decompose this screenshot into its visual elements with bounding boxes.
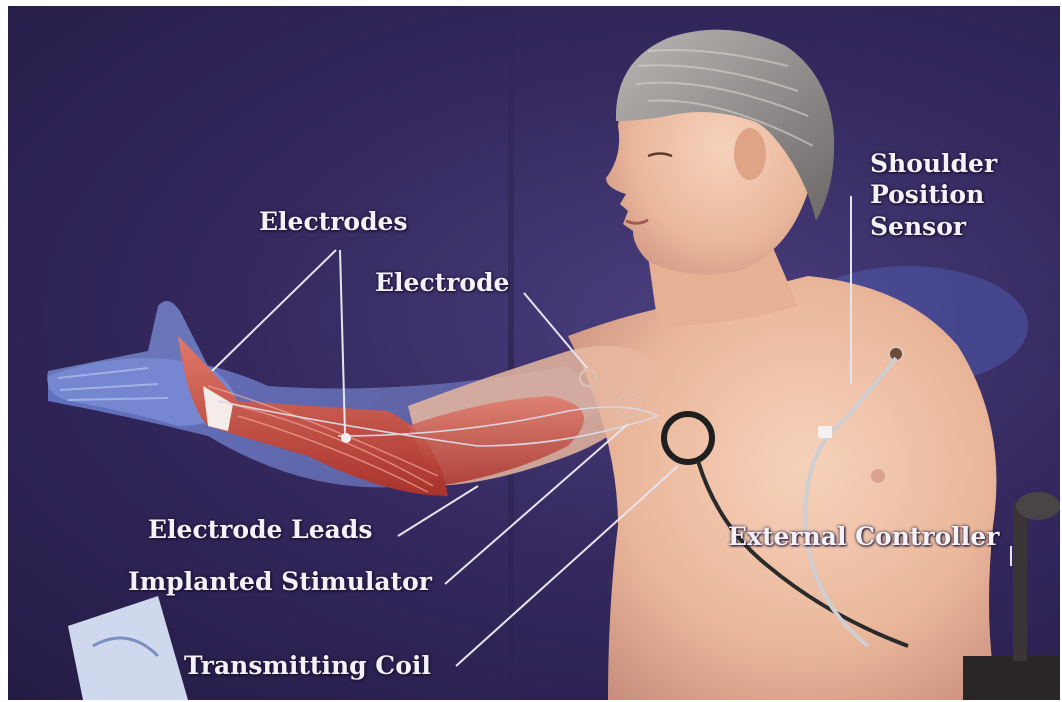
ear <box>734 128 766 180</box>
label-external-controller: External Controller <box>728 524 999 549</box>
electrode-marker-forearm <box>341 433 351 443</box>
sensor-clip <box>818 426 832 438</box>
label-electrode: Electrode <box>375 270 509 295</box>
label-transmitting-coil: Transmitting Coil <box>184 653 431 678</box>
illustration-frame: Electrodes Electrode Shoulder Position S… <box>8 6 1060 700</box>
pointer-electrodes-left <box>212 250 336 371</box>
label-shoulder-position-sensor: Shoulder Position Sensor <box>870 148 997 242</box>
printout-corner <box>68 596 188 700</box>
label-shoulder-line-1: Shoulder <box>870 148 997 179</box>
label-electrode-leads: Electrode Leads <box>148 517 372 542</box>
label-implanted-stimulator: Implanted Stimulator <box>128 569 432 594</box>
label-shoulder-line-2: Position <box>870 179 997 210</box>
label-shoulder-line-3: Sensor <box>870 211 997 242</box>
torso <box>568 276 998 700</box>
label-electrodes: Electrodes <box>259 209 408 234</box>
external-controller-box <box>963 656 1060 700</box>
